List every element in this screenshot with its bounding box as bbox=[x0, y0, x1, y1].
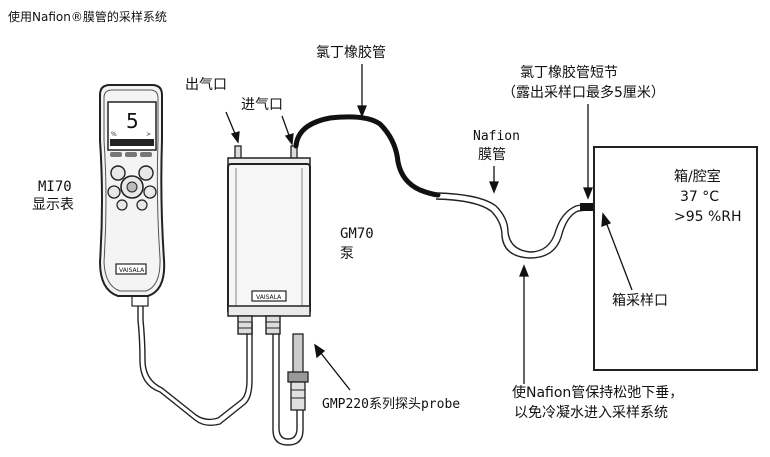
gmp220-probe bbox=[272, 333, 309, 446]
nafion-label-line1: Nafion bbox=[473, 129, 520, 144]
mi70-brand-label: VAISALA bbox=[119, 267, 145, 274]
hint-label-line1: 使Nafion管保持松弛下垂， bbox=[512, 385, 684, 401]
inlet-label: 进气口 bbox=[241, 97, 283, 113]
hint-label-line2: 以免冷凝水进入采样系统 bbox=[514, 405, 668, 421]
chamber-label-line3: >95 %RH bbox=[674, 209, 742, 225]
gm70-brand-label: VAISALA bbox=[256, 294, 282, 301]
chloroprene-short-segment bbox=[580, 203, 600, 211]
mi70-screen-value: 5 bbox=[126, 109, 139, 133]
annotation-arrows bbox=[225, 64, 633, 391]
gmp220-probe-label: GMP220系列探头probe bbox=[322, 397, 461, 412]
mi70-keypad bbox=[107, 152, 157, 211]
nafion-tube bbox=[435, 192, 587, 259]
mi70-label-line1: MI70 bbox=[38, 179, 72, 195]
mi70-display-device: 5 % > VAISALA bbox=[98, 84, 253, 427]
chloroprene-short-label-line2: （露出采样口最多5厘米） bbox=[502, 85, 665, 101]
mi70-cable bbox=[137, 298, 253, 427]
svg-text:>: > bbox=[146, 131, 151, 138]
chamber-box bbox=[593, 146, 758, 371]
diagram-title: 使用Nafion®膜管的采样系统 bbox=[8, 10, 167, 24]
mi70-label-line2: 显示表 bbox=[32, 197, 74, 213]
chloroprene-tube bbox=[293, 114, 441, 198]
svg-text:%: % bbox=[111, 131, 117, 138]
gm70-pump-device: VAISALA bbox=[227, 145, 311, 335]
nafion-label-line2: 膜管 bbox=[478, 147, 506, 163]
chamber-label-line2: 37 °C bbox=[680, 189, 720, 205]
chloroprene-short-label-line1: 氯丁橡胶管短节 bbox=[520, 65, 618, 81]
sampling-port-label: 箱采样口 bbox=[612, 293, 668, 309]
gm70-label-line1: GM70 bbox=[340, 226, 374, 242]
outlet-label: 出气口 bbox=[185, 77, 227, 93]
gm70-label-line2: 泵 bbox=[340, 246, 354, 262]
chamber-label-line1: 箱/腔室 bbox=[674, 169, 721, 185]
chloroprene-tube-label: 氯丁橡胶管 bbox=[316, 45, 386, 61]
